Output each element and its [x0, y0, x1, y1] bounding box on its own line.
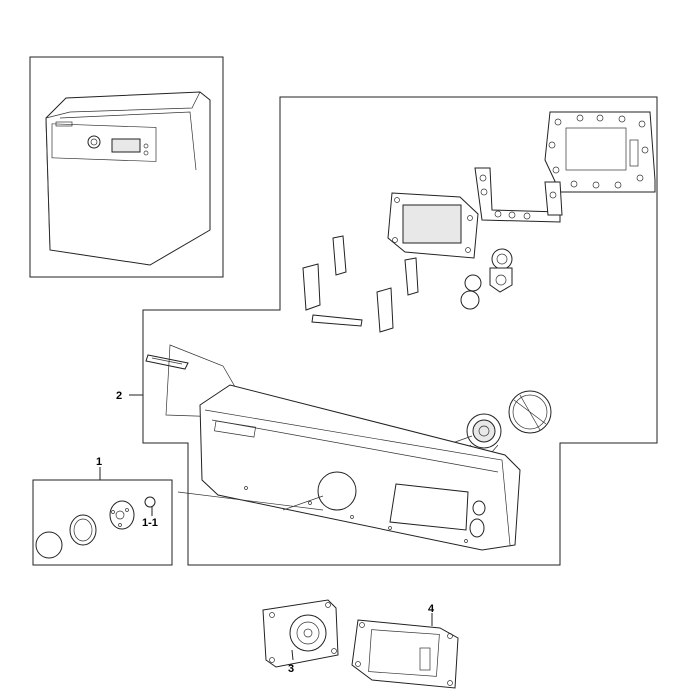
main-pcb-upper	[544, 111, 656, 193]
knob-body	[109, 500, 135, 530]
encoder-holder	[489, 248, 513, 293]
callout-1-1: 1-1	[142, 517, 158, 529]
rotary-ring	[508, 390, 552, 434]
knob-cap	[35, 531, 63, 559]
callout-leaders	[99, 394, 433, 661]
appliance-illustration	[45, 91, 211, 266]
knob-spring	[144, 496, 156, 508]
knob-ring	[69, 514, 97, 546]
inset-appliance-box	[29, 56, 224, 278]
rotary-encoder	[466, 413, 502, 453]
callout-2: 2	[116, 390, 122, 402]
button-caps	[302, 235, 482, 333]
callout-4: 4	[428, 603, 435, 615]
knob-assembly-box	[32, 479, 173, 566]
display-pcb	[387, 192, 479, 259]
callout-3: 3	[288, 663, 294, 675]
callout-1: 1	[96, 456, 102, 468]
key-switch-strip	[474, 167, 563, 223]
control-panel-frame	[199, 384, 521, 551]
display-pcb-4	[351, 619, 459, 689]
control-panel-assembly-box	[142, 96, 658, 566]
encoder-pcb-3	[262, 599, 339, 668]
